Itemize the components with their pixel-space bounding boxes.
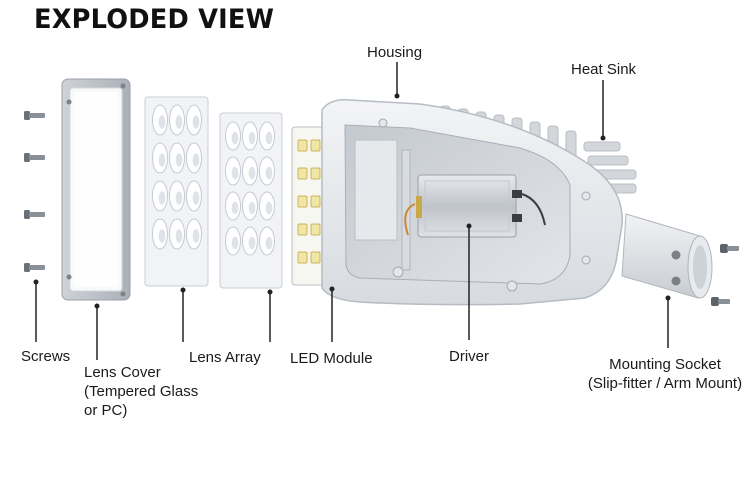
lens-element-inner [248,166,256,180]
label-mounting-socket-line-2: (Slip-fitter / Arm Mount) [587,375,743,392]
lens-element-inner [192,229,200,243]
lens-element-inner [175,153,183,167]
label-led-module: LED Module [290,350,373,367]
page-title: EXPLODED VIEW [34,4,275,35]
led-chip [310,223,321,236]
label-screws: Screws [21,348,71,365]
lens-element-inner [248,201,256,215]
label-lens-array: Lens Array [189,349,261,366]
lens-element-inner [158,229,166,243]
lens-element-inner [231,166,239,180]
lens-element-inner [158,115,166,129]
lens-element-inner [158,191,166,205]
mounting-socket-part [621,213,713,299]
lens-element-inner [265,236,273,250]
led-chip [297,167,308,180]
socket-screw-icon [720,244,739,253]
lens-element-inner [265,201,273,215]
driver-part [404,174,546,238]
lens-element-inner [192,191,200,205]
label-lens-cover-line-3: or PC) [84,402,128,419]
lens-element-inner [192,153,200,167]
lens-element-inner [265,131,273,145]
screw-icon [24,153,45,162]
leader-lines [33,62,671,360]
lens-element-inner [248,131,256,145]
led-chip [297,139,308,152]
lens-element-inner [231,201,239,215]
lens-element-inner [265,166,273,180]
lens-element-inner [158,153,166,167]
led-chip [310,195,321,208]
label-lens-cover: Lens Cover (Tempered Glass or PC) [84,363,198,420]
label-housing: Housing [367,44,423,61]
screw-icon [24,210,45,219]
screw-icon [24,263,45,272]
label-heat-sink: Heat Sink [571,61,637,78]
lens-array-part-secondary [219,112,283,289]
socket-screw-icon [711,297,730,306]
led-chip [297,223,308,236]
lens-element-inner [248,236,256,250]
screw-icon [24,111,45,120]
lens-element-inner [231,236,239,250]
lens-element-inner [192,115,200,129]
led-chip [310,251,321,264]
led-chip [297,195,308,208]
led-chip [297,251,308,264]
label-mounting-socket: Mounting Socket (Slip-fitter / Arm Mount… [580,355,750,393]
label-driver: Driver [449,348,489,365]
screws-group [24,111,45,272]
label-lens-cover-line-1: Lens Cover [84,364,161,381]
lens-cover-part [61,78,131,301]
lens-array-part [144,96,209,287]
label-lens-cover-line-2: (Tempered Glass [84,383,199,400]
lens-element-inner [175,191,183,205]
label-mounting-socket-line-1: Mounting Socket [609,356,721,373]
led-chip [310,139,321,152]
lens-element-inner [175,229,183,243]
lens-element-inner [175,115,183,129]
lens-element-inner [231,131,239,145]
led-chip [310,167,321,180]
